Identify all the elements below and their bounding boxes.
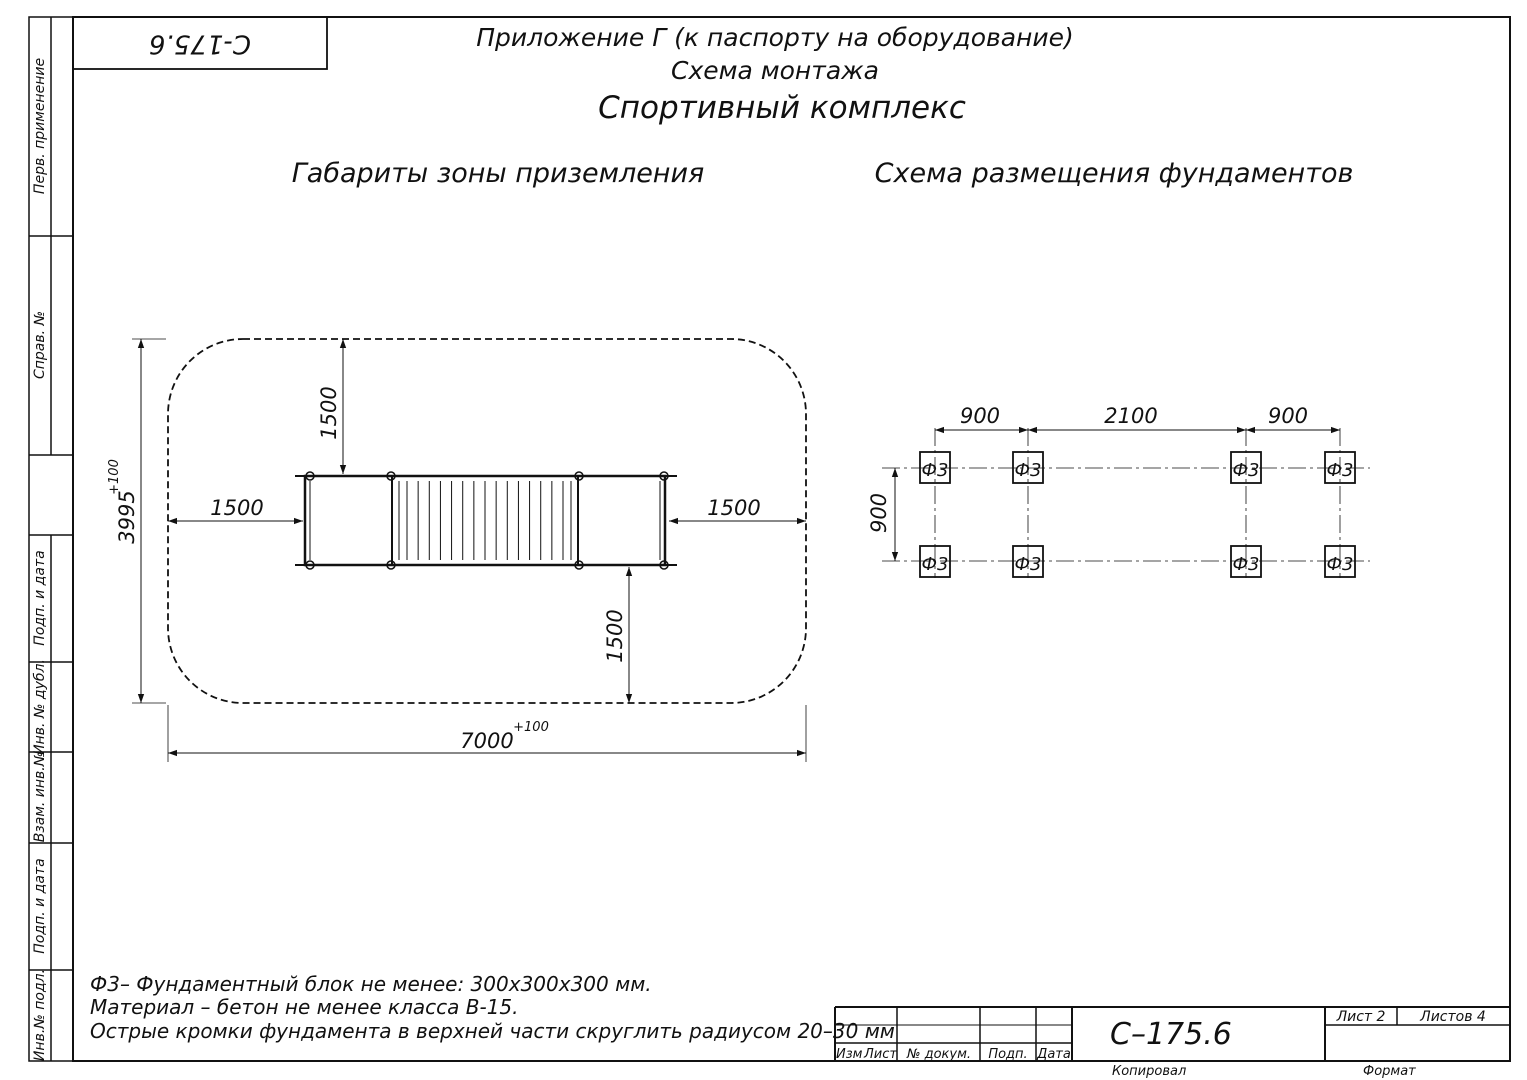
doc-code-box: С-175.6 (72, 16, 328, 70)
svg-text:Ф3: Ф3 (1327, 460, 1354, 481)
svg-text:Ф3: Ф3 (1015, 460, 1042, 481)
svg-text:Ф3: Ф3 (922, 554, 949, 575)
tb-no-dokum-label: № докум. (906, 1047, 971, 1062)
foundation-block: Ф3 (1230, 545, 1262, 578)
tb-format: Формат (1363, 1064, 1416, 1079)
notes: Ф3– Фундаментный блок не менее: 300х300х… (90, 972, 895, 1043)
note-line-2: Материал – бетон не менее класса В-15. (90, 995, 519, 1019)
dim-top-1500: 1500 (317, 386, 341, 439)
label-sprav-no: Справ. № (32, 311, 48, 379)
landing-zone-title: Габариты зоны приземления (292, 158, 705, 189)
dim-foundation-900-left: 900 (960, 404, 1000, 428)
label-vzam-inv-no: Взам. инв.№ (32, 752, 48, 843)
ladder-rungs (406, 481, 564, 560)
landing-zone-diagram: 1500 1500 1500 1500 3995 +100 7000 +100 (107, 338, 807, 762)
doc-code-mirrored: С-175.6 (149, 29, 251, 59)
tb-podp-label: Подп. (988, 1047, 1027, 1062)
dim-foundation-2100: 2100 (1104, 404, 1157, 428)
label-inv-no-podl: Инв.№ подл. (32, 969, 48, 1061)
svg-text:Ф3: Ф3 (1015, 554, 1042, 575)
dim-foundation-900-side: 900 (867, 493, 891, 533)
foundation-block: Ф3 (919, 545, 951, 578)
appendix-title: Приложение Г (к паспорту на оборудование… (476, 23, 1074, 52)
label-perv-primenenie: Перв. применение (32, 58, 48, 194)
foundation-block: Ф3 (1012, 545, 1044, 578)
svg-text:Ф3: Ф3 (1233, 554, 1260, 575)
dim-left-1500: 1500 (210, 496, 263, 520)
dim-height: 3995 (115, 490, 139, 543)
svg-text:Ф3: Ф3 (922, 460, 949, 481)
foundation-plan-diagram: 900 2100 900 900 Ф3 Ф3 Ф3 Ф3 Ф3 Ф3 Ф3 Ф3 (867, 404, 1370, 578)
equipment-plan (295, 471, 677, 570)
dim-width-tolerance: +100 (513, 720, 549, 735)
label-podp-i-data-2: Подп. и дата (32, 858, 48, 953)
tb-kopiroval: Копировал (1112, 1064, 1186, 1079)
left-frame-labels: Перв. применение Справ. № Подп. и дата И… (32, 58, 48, 1061)
tb-sheets: Листов 4 (1419, 1009, 1486, 1025)
svg-text:Ф3: Ф3 (1327, 554, 1354, 575)
note-line-3: Острые кромки фундамента в верхней части… (90, 1019, 895, 1043)
svg-text:Ф3: Ф3 (1233, 460, 1260, 481)
label-inv-no-dubl: Инв. № дубл. (32, 659, 48, 755)
landing-zone-boundary (167, 338, 807, 704)
foundation-block: Ф3 (919, 451, 951, 484)
tb-data-label: Дата (1036, 1047, 1071, 1062)
scheme-title: Схема монтажа (671, 56, 879, 85)
tb-list-label: Лист (863, 1047, 897, 1062)
foundation-block: Ф3 (1324, 545, 1356, 578)
foundation-block: Ф3 (1324, 451, 1356, 484)
product-name: Спортивный комплекс (598, 90, 966, 126)
foundation-block: Ф3 (1230, 451, 1262, 484)
dim-width: 7000 (460, 729, 513, 753)
dim-height-tolerance: +100 (107, 459, 122, 495)
tb-sheet: Лист 2 (1336, 1009, 1386, 1025)
label-podp-i-data-1: Подп. и дата (32, 550, 48, 645)
drawing-frame (28, 16, 1511, 1062)
tb-doc-code: С–175.6 (1110, 1017, 1232, 1052)
note-line-1: Ф3– Фундаментный блок не менее: 300х300х… (90, 972, 652, 996)
foundation-block: Ф3 (1012, 451, 1044, 484)
tb-izm-label: Изм (836, 1047, 863, 1062)
dim-foundation-900-right: 900 (1268, 404, 1308, 428)
dim-bottom-1500: 1500 (603, 609, 627, 662)
foundation-plan-title: Схема размещения фундаментов (875, 158, 1354, 189)
title-block: Изм Лист № докум. Подп. Дата С–175.6 Лис… (834, 1006, 1510, 1079)
dim-right-1500: 1500 (707, 496, 760, 520)
